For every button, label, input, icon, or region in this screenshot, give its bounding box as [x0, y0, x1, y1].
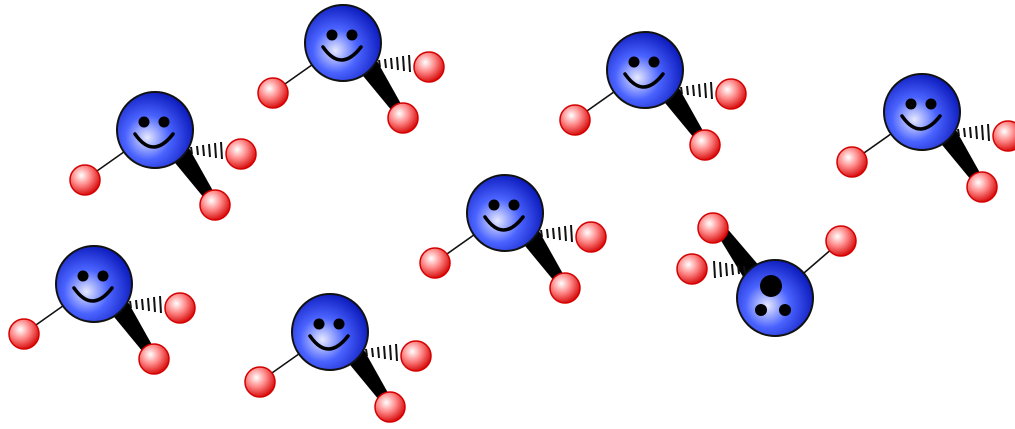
- smiley-face-molecule-icon: [243, 292, 433, 424]
- smiley-face-molecule-icon: [68, 90, 258, 222]
- smiley-face-molecule-icon: [256, 3, 446, 135]
- smiley-face-molecule-icon: [835, 72, 1015, 204]
- smiley-face-molecule-icon: [418, 173, 608, 305]
- dot-face-molecule-icon: [676, 212, 857, 337]
- smiley-face-molecule-icon: [7, 244, 197, 376]
- smiley-face-molecule-icon: [558, 30, 748, 162]
